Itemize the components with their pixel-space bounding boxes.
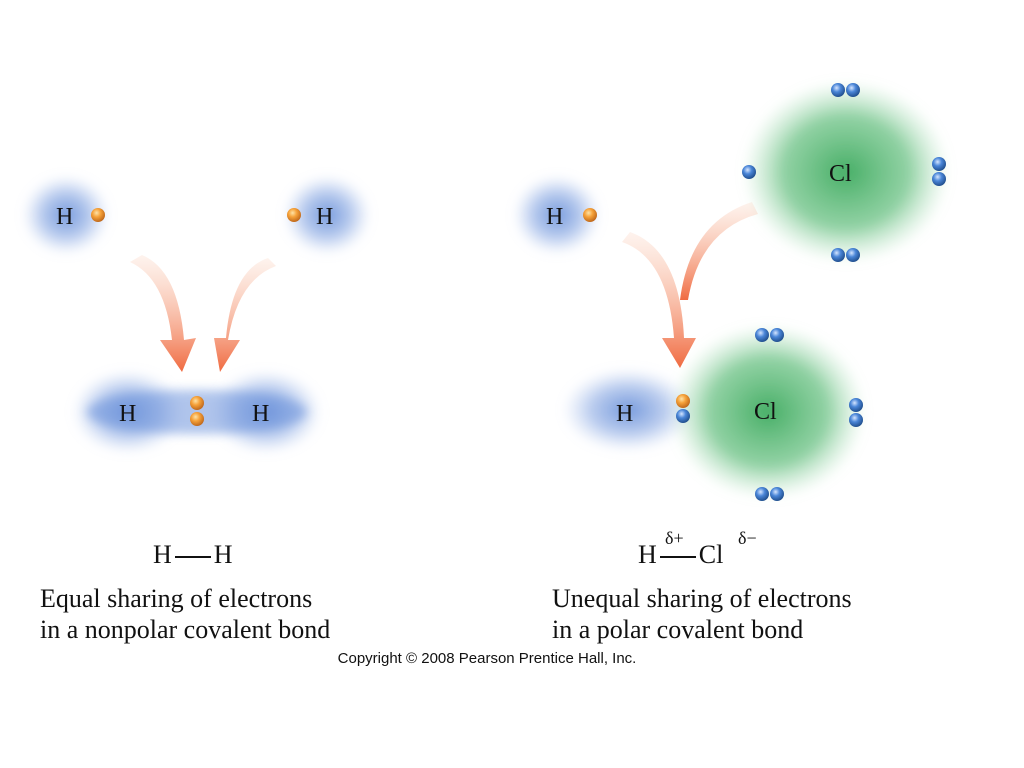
- arrow-right-to-bond: [214, 258, 276, 372]
- h-atom-label-right: H: [316, 204, 333, 230]
- hcl-formula-atom-1: H: [638, 540, 657, 569]
- arrow-left-to-bond: [130, 255, 196, 372]
- h-atom-label-hcl: H: [546, 204, 563, 230]
- h-atom-cloud-right: [283, 175, 371, 255]
- nonpolar-caption-line-1: Equal sharing of electrons: [40, 584, 313, 613]
- delta-minus: δ−: [738, 528, 757, 548]
- right-panel: H Cl H Cl: [513, 80, 950, 501]
- h-electron-right: [287, 208, 301, 222]
- h-electron-hcl: [583, 208, 597, 222]
- arrow-cl-to-bond: [680, 202, 758, 300]
- left-panel: H H H H: [22, 175, 371, 454]
- hcl-shared-electron-cl: [676, 409, 690, 423]
- hcl-molecule: H Cl: [562, 324, 866, 501]
- cl-atom-cloud: [742, 80, 950, 264]
- nonpolar-caption: Equal sharing of electrons in a nonpolar…: [40, 583, 330, 645]
- delta-plus: δ+: [665, 528, 684, 548]
- h-atom-cloud-hcl: [513, 175, 601, 255]
- cl-lone-pairs: [831, 83, 946, 262]
- h-electron-left: [91, 208, 105, 222]
- hcl-formula-atom-2: Cl: [698, 540, 724, 569]
- polar-caption-line-1: Unequal sharing of electrons: [552, 584, 852, 613]
- h2-formula-atom-1: H: [153, 540, 172, 569]
- shared-electron-2: [190, 412, 204, 426]
- h-atom-cloud-left: [22, 175, 110, 255]
- nonpolar-caption-line-2: in a nonpolar covalent bond: [40, 615, 331, 644]
- h2-h-label-1: H: [119, 401, 136, 427]
- arrow-h-to-bond: [622, 232, 696, 368]
- h2-formula-bond: [174, 556, 211, 559]
- shared-electron-1: [190, 396, 204, 410]
- copyright-notice: Copyright © 2008 Pearson Prentice Hall, …: [337, 650, 637, 667]
- polar-caption: Unequal sharing of electrons in a polar …: [552, 583, 852, 645]
- polar-caption-line-2: in a polar covalent bond: [552, 615, 804, 644]
- cl-unpaired-electron: [742, 165, 756, 179]
- cl-atom-label: Cl: [829, 161, 852, 187]
- h2-molecule: H H: [72, 370, 322, 454]
- hcl-lone-pairs: [755, 328, 863, 501]
- hcl-shared-electron-h: [676, 394, 690, 408]
- hcl-cl-label: Cl: [754, 399, 777, 425]
- hcl-formula: H Cl δ+ δ−: [638, 528, 757, 570]
- h-atom-label-left: H: [56, 204, 73, 230]
- hcl-formula-bond: [659, 556, 696, 559]
- h2-formula-atom-2: H: [213, 540, 233, 569]
- h2-h-label-2: H: [252, 401, 269, 427]
- hcl-h-label: H: [616, 401, 633, 427]
